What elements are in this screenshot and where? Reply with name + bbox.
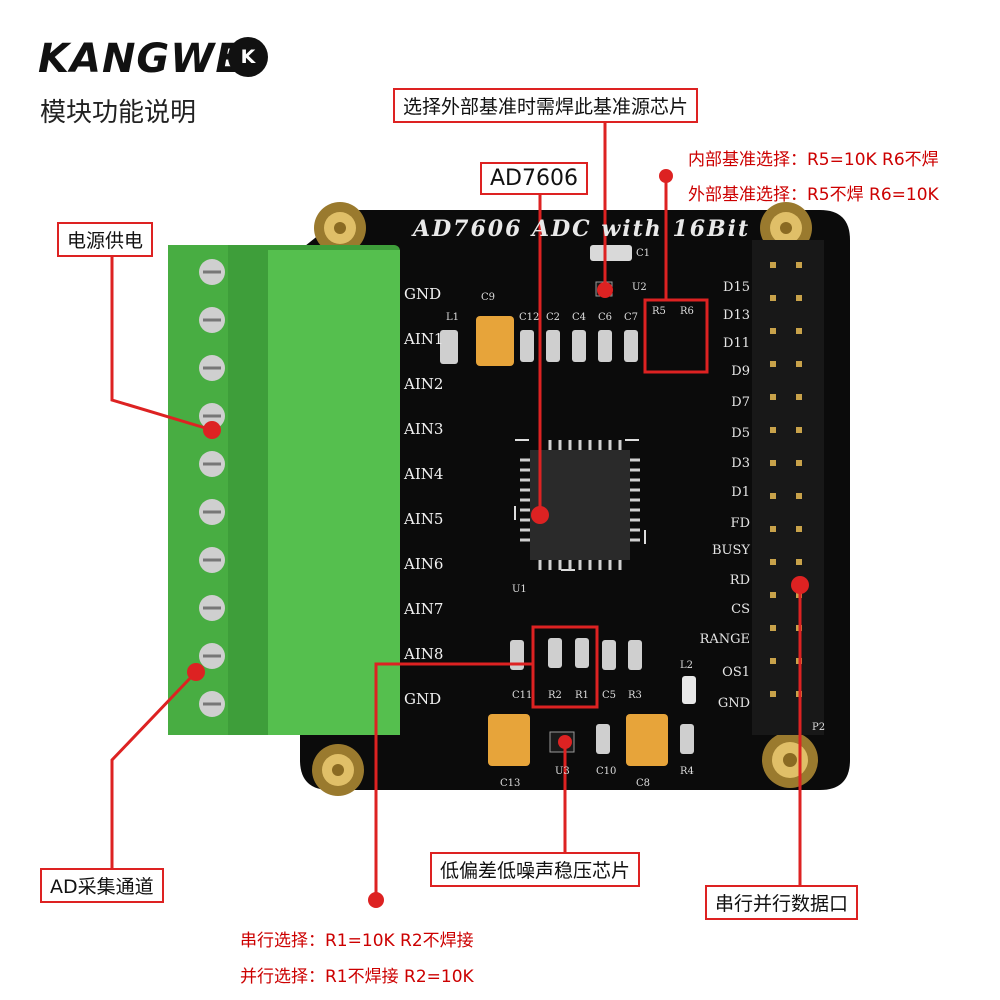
tantalum-capacitor-c8	[626, 714, 668, 766]
silk-c12: C12	[519, 312, 540, 323]
silk-c8: C8	[636, 778, 651, 789]
board-title: AD7606 ADC with 16Bit	[413, 216, 751, 242]
pin-label-ain6: AIN6	[404, 555, 444, 573]
silk-c10: C10	[596, 766, 617, 777]
silk-c7: C7	[624, 312, 639, 323]
silk-c6: C6	[598, 312, 613, 323]
silk-p2: P2	[812, 722, 826, 733]
pin-label-busy: BUSY	[712, 543, 750, 558]
tantalum-capacitor-c13	[488, 714, 530, 766]
silk-r5: R5	[652, 306, 666, 317]
note-parallel-select: 并行选择：R1不焊接 R2=10K	[240, 967, 474, 987]
callout-data-port: 串行并行数据口	[705, 885, 859, 920]
silk-r6: R6	[680, 306, 694, 317]
pin-label-d9: D9	[731, 364, 750, 379]
callout-low-noise-regulator: 低偏差低噪声稳压芯片	[430, 852, 641, 887]
pin-label-ain5: AIN5	[404, 510, 444, 528]
pin-label-d3: D3	[731, 456, 750, 471]
silk-c2: C2	[546, 312, 561, 323]
pin-label-gnd-top: GND	[404, 285, 442, 303]
pin-label-gnd-right: GND	[717, 696, 750, 711]
callout-power: 电源供电	[57, 222, 154, 257]
callout-ad-channel: AD采集通道	[40, 868, 164, 903]
silk-r3: R3	[628, 690, 642, 701]
brand-logo: KANGWEI	[38, 36, 260, 82]
pin-label-fd: FD	[730, 516, 750, 531]
brass-standoff-top-left	[314, 202, 366, 254]
silk-c13: C13	[500, 778, 521, 789]
silk-c4: C4	[572, 312, 587, 323]
silk-r1: R1	[575, 690, 589, 701]
highlight-r1-r2	[531, 625, 599, 709]
pin-label-rd: RD	[729, 573, 750, 588]
note-internal-ref: 内部基准选择：R5=10K R6不焊	[688, 150, 939, 170]
terminal-screws	[199, 259, 225, 717]
pin-label-d1: D1	[731, 485, 750, 500]
pin-label-ain4: AIN4	[404, 465, 444, 483]
pin-label-gnd-bottom: GND	[404, 690, 442, 708]
note-serial-select: 串行选择：R1=10K R2不焊接	[240, 931, 474, 951]
callout-ad7606: AD7606	[480, 162, 588, 195]
pin-label-ain2: AIN2	[404, 375, 444, 393]
brand-badge-icon: K	[228, 37, 268, 77]
highlight-r5-r6	[643, 298, 709, 374]
pin-label-d5: D5	[731, 426, 750, 441]
silk-c11: C11	[512, 690, 533, 701]
silk-r4: R4	[680, 766, 694, 777]
callout-vref-chip: 选择外部基准时需焊此基准源芯片	[393, 88, 699, 123]
silk-u2: U2	[632, 282, 647, 293]
pin-label-ain7: AIN7	[404, 600, 444, 618]
brass-standoff-bottom-right	[762, 732, 818, 788]
callout-dots	[187, 169, 809, 908]
pin-label-range: RANGE	[699, 632, 750, 647]
note-external-ref: 外部基准选择：R5不焊 R6=10K	[688, 185, 939, 205]
silk-r2: R2	[548, 690, 562, 701]
silk-c5: C5	[602, 690, 617, 701]
pin-label-ain1: AIN1	[404, 330, 444, 348]
ad7606-chip	[514, 439, 646, 571]
silk-u3: U3	[555, 766, 570, 777]
page-subtitle: 模块功能说明	[40, 98, 197, 128]
pin-label-d13: D13	[723, 308, 750, 323]
pin-label-d15: D15	[723, 280, 750, 295]
pin-label-cs: CS	[731, 602, 750, 617]
silk-u1: U1	[512, 584, 527, 595]
silk-c1: C1	[636, 248, 651, 259]
pin-label-os1: OS1	[722, 665, 750, 680]
callout-lines	[110, 116, 802, 900]
silk-l1: L1	[446, 312, 460, 323]
pin-label-d11: D11	[723, 336, 750, 351]
pin-label-ain3: AIN3	[404, 420, 444, 438]
silk-l2: L2	[680, 660, 694, 671]
pin-label-d7: D7	[731, 395, 750, 410]
pin-header	[752, 240, 824, 735]
capacitor-c1	[590, 245, 632, 261]
brass-standoff-bottom-left	[312, 744, 364, 796]
pin-label-ain8: AIN8	[404, 645, 444, 663]
tantalum-capacitor-c9	[476, 316, 514, 366]
silk-c9: C9	[481, 292, 496, 303]
